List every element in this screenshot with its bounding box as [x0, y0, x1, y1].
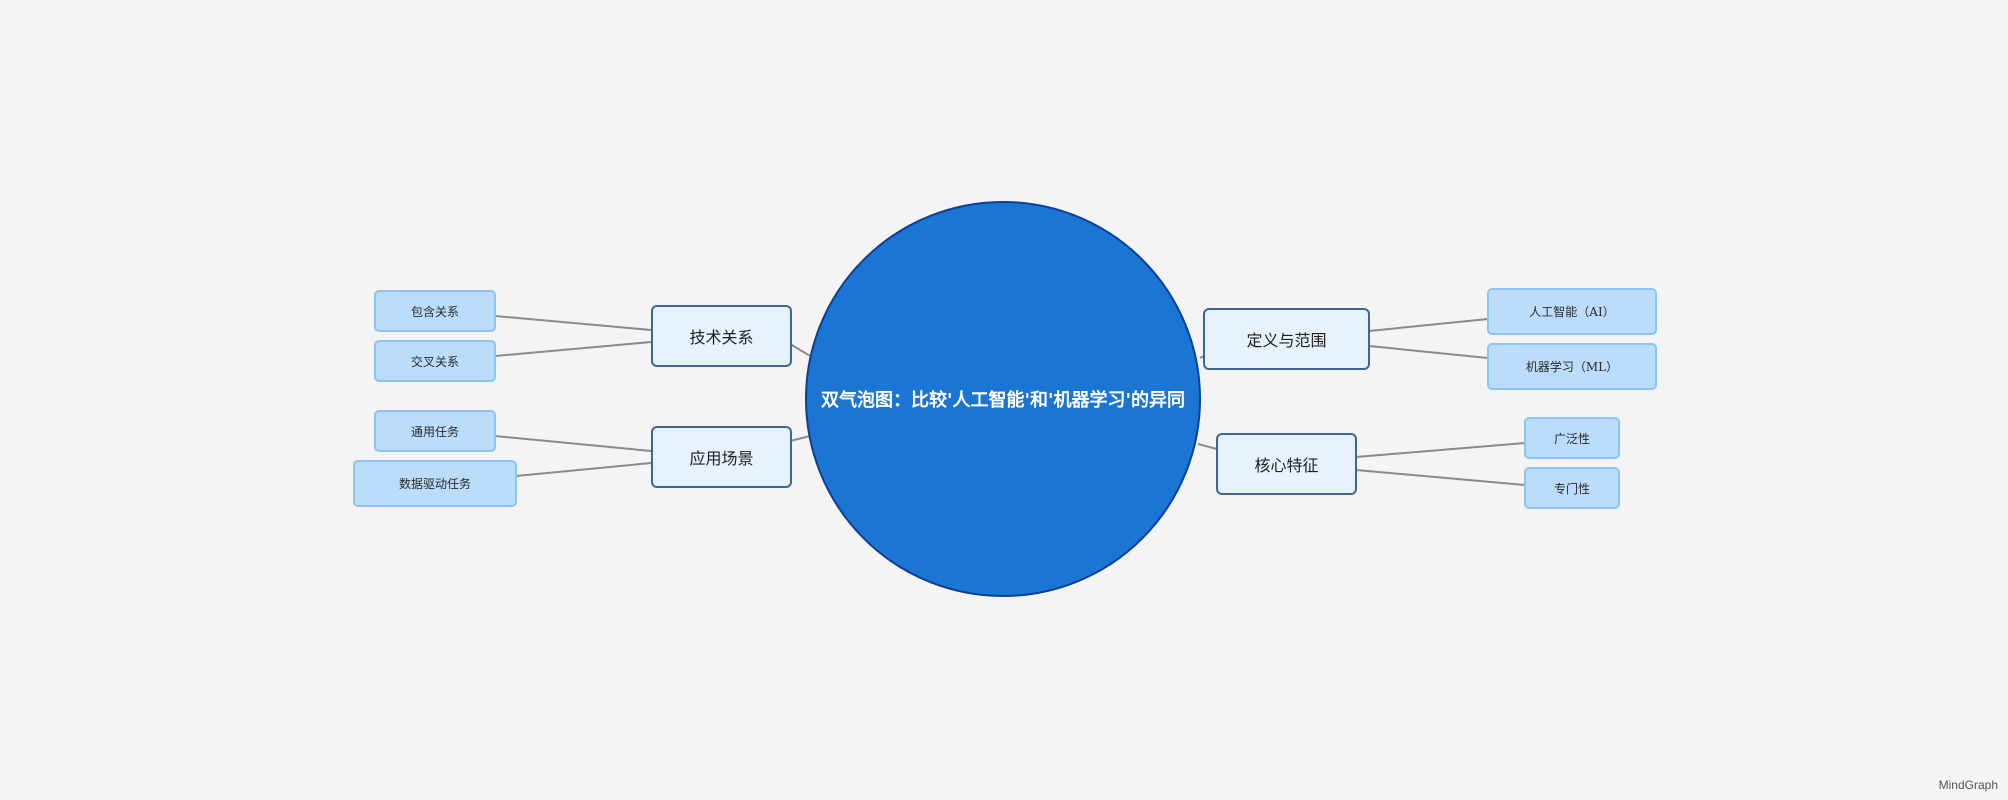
- branch-label: 核心特征: [1254, 456, 1319, 475]
- connector-app-leaf-1: [494, 435, 652, 452]
- leaf-label: 数据驱动任务: [398, 477, 471, 491]
- connector-core-leaf-2: [1355, 469, 1526, 486]
- branch-core-features[interactable]: 核心特征: [1216, 433, 1357, 495]
- leaf-label: 包含关系: [410, 304, 459, 319]
- connector-center-app: [789, 435, 811, 442]
- leaf-label: 专门性: [1553, 481, 1590, 496]
- leaf-inclusion-relation[interactable]: 包含关系: [374, 290, 496, 332]
- leaf-label: 人工智能（AI）: [1529, 305, 1615, 319]
- branch-definition-scope[interactable]: 定义与范围: [1203, 308, 1370, 370]
- leaf-machine-learning[interactable]: 机器学习（ML）: [1487, 343, 1657, 390]
- leaf-label: 交叉关系: [410, 354, 459, 369]
- leaf-intersection-relation[interactable]: 交叉关系: [374, 340, 496, 382]
- leaf-general-tasks[interactable]: 通用任务: [374, 410, 496, 452]
- connector-center-core: [1197, 443, 1218, 450]
- leaf-label: 通用任务: [410, 424, 459, 439]
- branch-label: 技术关系: [689, 328, 754, 347]
- leaf-broadness[interactable]: 广泛性: [1524, 417, 1620, 459]
- connector-def-leaf-2: [1368, 345, 1489, 359]
- connector-center-tech: [789, 343, 813, 358]
- branch-label: 定义与范围: [1246, 331, 1327, 350]
- center-topic-label: 双气泡图：比较'人工智能'和'机器学习'的异同: [820, 390, 1186, 411]
- leaf-label: 机器学习（ML）: [1525, 360, 1619, 374]
- branch-application-scenarios[interactable]: 应用场景: [651, 426, 792, 488]
- connector-app-leaf-2: [515, 462, 652, 477]
- connector-core-leaf-1: [1355, 442, 1526, 458]
- center-topic[interactable]: 双气泡图：比较'人工智能'和'机器学习'的异同: [805, 201, 1201, 597]
- connector-tech-leaf-1: [494, 315, 652, 331]
- branch-technical-relation[interactable]: 技术关系: [651, 305, 792, 367]
- watermark-label: MindGraph: [1938, 778, 1998, 792]
- leaf-artificial-intelligence[interactable]: 人工智能（AI）: [1487, 288, 1657, 335]
- branch-label: 应用场景: [689, 449, 754, 468]
- connector-def-leaf-1: [1368, 318, 1489, 332]
- leaf-label: 广泛性: [1553, 431, 1590, 446]
- leaf-specialization[interactable]: 专门性: [1524, 467, 1620, 509]
- connector-tech-leaf-2: [494, 341, 652, 357]
- leaf-data-driven-tasks[interactable]: 数据驱动任务: [353, 460, 517, 507]
